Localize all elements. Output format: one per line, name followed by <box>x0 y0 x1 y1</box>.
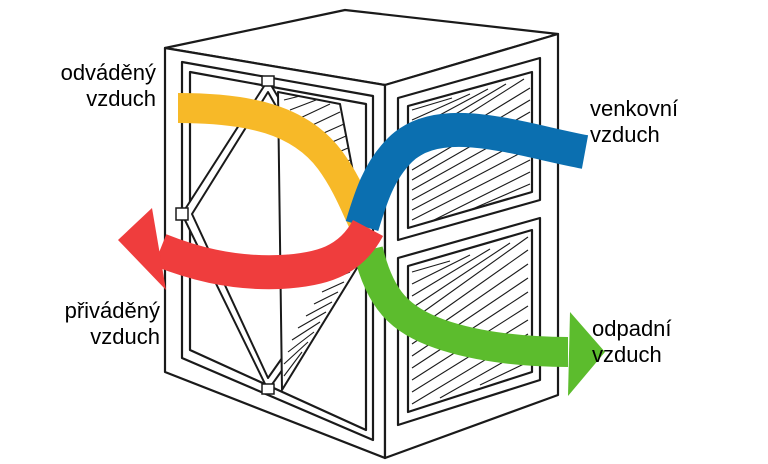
side-lower-panel-inner <box>406 228 534 414</box>
outdoor-air-label: venkovní vzduch <box>590 96 679 147</box>
supply-air-stream <box>153 219 384 290</box>
waste-air-label: odpadní vzduch <box>592 316 672 367</box>
outdoor-air-stream <box>345 112 589 231</box>
side-upper-panel-inner <box>406 70 534 230</box>
waste-arrow-head <box>568 312 605 396</box>
exhaust-air-label: odváděný vzduch <box>60 60 156 111</box>
supply-arrow-head <box>118 208 166 290</box>
supply-air-label: přiváděný vzduch <box>64 298 160 349</box>
side-upper-panel <box>396 56 542 242</box>
side-lower-panel <box>396 216 542 427</box>
air-streams <box>153 93 589 367</box>
waste-air-stream <box>353 246 569 367</box>
